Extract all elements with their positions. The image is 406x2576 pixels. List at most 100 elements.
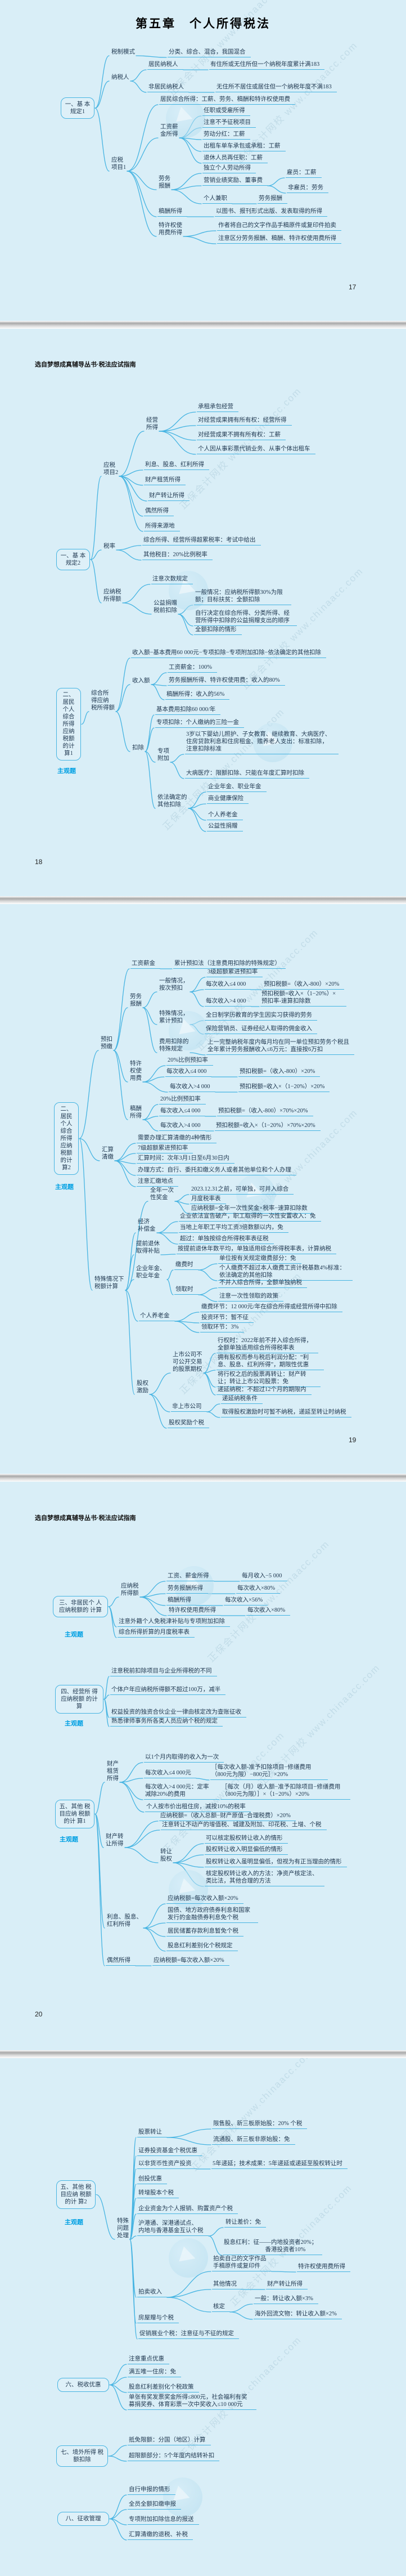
subjective-question-tag: 主观题 [57,768,76,775]
subjective-question-tag: 主观题 [55,1184,74,1191]
map-node: 单位按有关规定缴费部分：免 [218,1255,301,1264]
topic-box: 四、经营所 得应纳税额 的计算 [55,1685,103,1714]
map-node: 分类、综合、混合，我国混合 [168,48,251,57]
map-node: 非雇员：劳务 [287,184,328,193]
map-node: 经济 补偿金 [138,1219,156,1232]
map-node: 注意外籍个人免税津补贴与专项附加扣除 [118,1618,230,1627]
map-node: 利息、股息、红利所得 [144,461,209,470]
map-node: 注意次数规定 [151,575,193,584]
map-node: 股权转让收入明显偏低的情形 [205,1846,288,1855]
map-node: 需要办理汇算清缴的4种情形 [137,1134,217,1143]
map-node: 无住所不居住或居住但一个纳税年度不满183 [215,83,337,92]
map-node: 递延纳税：不超过12个月的期限内 [216,1386,312,1395]
watermark-text: 正保会计网校 www.chinaacc.com [205,1538,332,1665]
map-node: 全年一次 性奖金 [150,1187,174,1201]
map-node: 每次收入×56% [224,1596,268,1605]
map-node: 每次收入≤4 000 [165,1068,212,1077]
map-node: 海外回流文物：转让收入额×2% [254,2310,342,2319]
map-node: 居民储蓄存款利息暂免个税 [166,1927,243,1937]
map-node: 注意转让不动产的增值税、城建及附加、印花税、土增、个税 [161,1821,327,1830]
map-node: 特许权使 用费所得 [159,222,182,236]
map-node: 上市公司不 可公开交易 的股票期权 [173,1352,202,1372]
map-node: 每次收入>4 000 [169,1083,215,1092]
map-node: 个人因从事彩票代销业务、从事个体出租车 [197,445,315,454]
map-node: 每月收入−5 000 [241,1572,287,1581]
map-node: 注意不予征税项目 [202,119,256,128]
map-node: 拍卖收入 [137,2288,167,2297]
map-node: 工资薪金 [130,960,160,969]
map-node: 缴费时 [174,1261,199,1270]
map-node: 转让 股权 [160,1849,172,1862]
map-node: 综合所得折算的月度税率表 [118,1629,195,1638]
map-node: 非上市公司 [171,1403,207,1412]
chapter-title: 第五章 个人所得税法 [136,17,270,30]
map-node: 每次收入>4 000元：定率减除20%的费用 [144,1783,219,1800]
map-node: 有住所或无住所但一个纳税年度累计满183 [209,61,325,70]
map-node: 提前退休 取得补贴 [136,1241,160,1254]
map-node: 费用扣除的 特殊规定 [159,1039,189,1052]
page-number: 19 [349,1436,357,1444]
map-node: 商业健康保险 [207,795,249,804]
map-node: 非居民纳税人 [147,83,189,92]
map-node: 个人兼职 [202,195,232,204]
map-node: 每次收入>4 000 [205,998,251,1007]
map-node: 7级超额累进预扣率 [137,1144,193,1153]
map-node: 取得股权激励时可暂不纳税，递延至转让时纳税 [221,1408,351,1417]
map-node: 应纳税额=每次收入额×20% [166,1895,243,1904]
page-separator [0,2050,406,2058]
map-node: 注意税前扣除项目与企业所得税的不同 [110,1667,217,1676]
topic-box: 三、非居民个 人应纳税额的 计算 [53,1596,108,1617]
subjective-question-tag: 主观题 [65,2219,83,2226]
map-node: 劳务报酬 [258,195,287,204]
map-node: 大病医疗：限额扣除、只能在年度汇算时扣除 [185,770,309,779]
map-node: 依法确定的 其他扣除 [157,794,187,808]
map-node: 企业依法宣告破产，职工取得的一次性安置收入：免 [179,1213,321,1222]
map-node: 预扣税额=（收入-800）×20% [263,981,345,990]
map-node: 投资环节：暂不征 [200,1314,254,1323]
map-node: 保险营销员、证券经纪人取得的佣金收入 [205,1025,317,1034]
map-node: 应纳税额=（收入总额−财产原值−合理税费）×20% [159,1812,296,1821]
map-node: 汇算清缴的退税、补税 [128,2531,193,2540]
map-node: 股息红利差别化个税规定 [166,1942,238,1951]
map-node: 其他情况 [212,2280,242,2289]
map-node: 一般：转让收入额×3% [254,2295,318,2304]
map-node: 核定 [212,2303,230,2312]
map-node: 满五唯一住房：免 [128,2368,181,2377]
map-node: 特殊情况下 税额计算 [94,1276,124,1290]
map-node: 营销业绩奖励、董事费 [202,177,268,186]
map-node: 抵免限额：分国（地区）计算 [128,2436,211,2445]
map-node: 预扣税额=收入×（1−20%）×预扣率-速算扣除数 [260,990,346,1007]
map-node: 20%比例预扣率 [159,1095,206,1104]
map-node: 其他税目：20%比例税率 [142,551,213,560]
map-node: 自行申报的情形 [128,2486,175,2495]
map-node: 雇员：工薪 [286,169,322,178]
map-node: 促销展业个税：注意征与不征的规定 [138,2330,239,2339]
logo-watermark [169,2238,208,2278]
map-node: 应税 项目1 [111,157,127,171]
topic-box: 一、基 本规定2 [56,549,90,570]
map-node: 公益捐赠 税前扣除 [154,600,177,614]
map-node: 收入额 [132,678,150,684]
map-node: 20%比例预扣率 [166,1057,213,1066]
page-number: 17 [349,283,357,291]
map-node: 缴费环节：12 000元/年在综合所得或经营所得中扣除 [200,1303,342,1312]
map-node: 当地上年职工平均工资3倍数额以内，免 [179,1224,288,1233]
map-node: 劳务报酬所得 [166,1585,208,1594]
map-node: 退休人员再任职：工薪 [202,154,268,163]
map-node: 房屋赠与个税 [137,2314,179,2323]
map-node: ［每次收入额-准予扣除项目−修缮费用（800元为限）−800元］×20% [210,1764,328,1780]
map-node: 财产 租赁 所得 [107,1761,119,1782]
map-node: 预扣 预缴 [101,1036,112,1050]
map-node: 股票转让 [137,2128,167,2137]
map-node: 应纳税额=每次收入额×20% [152,1957,229,1966]
map-node: 纳税人 [111,74,129,80]
map-node: 工资、薪金所得 [166,1572,214,1581]
map-node: 股息红利：征——内地投资者20%； 香港投资者10% [223,2239,323,2255]
page-20: 选自梦想成真辅导丛书·税法应试指南 正保会计网校 www.chinaacc.co… [0,1482,406,2050]
map-node: 可以核定股权转让收入的情形 [205,1835,288,1844]
map-node: 公益性捐赠 [207,822,243,831]
map-node: 个人养老金 [207,811,243,820]
map-node: 一般情况， 按次预扣 [159,978,189,991]
map-node: 独立个人劳动所得 [202,164,256,173]
